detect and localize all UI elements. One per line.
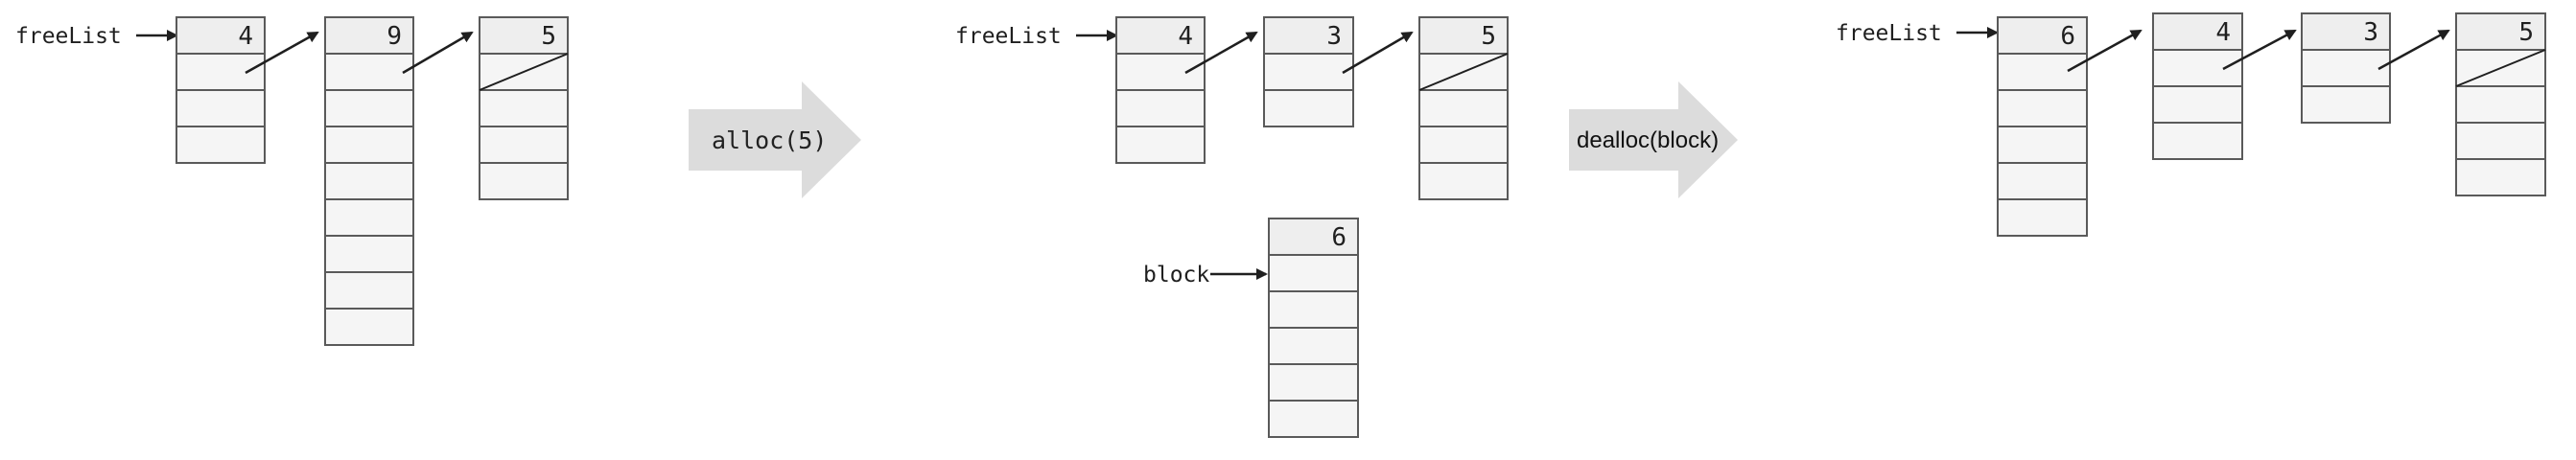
block-cell: [2301, 49, 2391, 87]
block-cell: [324, 126, 414, 164]
block-size: 5: [541, 22, 556, 51]
block-cell: [1268, 290, 1359, 329]
block-size: 5: [2518, 18, 2534, 47]
next-pointer-arrow: [2222, 29, 2297, 71]
block-cell: [1263, 53, 1354, 91]
block-cell: [2152, 122, 2243, 160]
block-cell: [1997, 53, 2088, 91]
block-cell: [324, 89, 414, 127]
free-block: 4: [176, 16, 266, 164]
next-pointer-arrow: [2067, 29, 2143, 73]
block-size: 4: [2215, 18, 2231, 47]
block-cell: [1418, 162, 1509, 200]
block-cell: [479, 162, 569, 200]
block-header-cell: [2152, 12, 2243, 51]
next-pointer-arrow: [1342, 31, 1414, 75]
block-size: 5: [1481, 22, 1496, 51]
block-header-cell: [1418, 16, 1509, 55]
block-cell: [324, 162, 414, 200]
block-cell: [2455, 85, 2546, 124]
block-size: 3: [1326, 22, 1342, 51]
free-block: 5: [2455, 12, 2546, 196]
block-cell: [479, 89, 569, 127]
freelist-pointer-label: freeList: [15, 24, 122, 49]
block-cell: [176, 53, 266, 91]
next-pointer-arrow: [1184, 31, 1258, 75]
block-header-cell: [1997, 16, 2088, 55]
block-cell: [1418, 89, 1509, 127]
null-pointer-slash: [1418, 53, 1509, 91]
block-cell: [1263, 89, 1354, 127]
block-cell: [479, 126, 569, 164]
operation-label: dealloc(block): [1577, 127, 1719, 153]
operation-dealloc: dealloc(block): [1569, 81, 1738, 198]
block-cell: [176, 126, 266, 164]
block-pointer-label: block: [1143, 263, 1209, 288]
block-header-cell: [324, 16, 414, 55]
block-size: 6: [1331, 223, 1347, 252]
block-size: 4: [1178, 22, 1193, 51]
block-cell: [324, 271, 414, 310]
block-cell: [1268, 254, 1359, 292]
free-block: 6: [1997, 16, 2088, 237]
block-cell: [2152, 49, 2243, 87]
block-cell: [1115, 89, 1206, 127]
block-cell: [1268, 327, 1359, 365]
block-cell: [324, 53, 414, 91]
operation-label: alloc(5): [712, 126, 827, 154]
next-pointer-arrow: [2377, 29, 2450, 71]
next-pointer-arrow: [245, 31, 319, 75]
panel-initial: freeList 4 9 5: [15, 16, 569, 346]
block-header-cell: [1115, 16, 1206, 55]
block-size: 3: [2363, 18, 2378, 47]
block-cell: [324, 308, 414, 346]
block-cell: [2455, 122, 2546, 160]
allocated-block: 6: [1268, 218, 1359, 438]
block-size: 6: [2060, 22, 2075, 51]
block-cell: [1997, 126, 2088, 164]
next-pointer-arrow: [402, 31, 474, 75]
block-cell: [2152, 85, 2243, 124]
panel-after-dealloc: freeList 6 4 3 5: [1836, 12, 2546, 237]
block-cell: [324, 235, 414, 273]
block-size: 4: [238, 22, 253, 51]
free-block: 5: [1418, 16, 1509, 200]
block-cell: [324, 198, 414, 237]
block-cell: [1997, 89, 2088, 127]
block-cell: [2455, 158, 2546, 196]
block-size: 9: [386, 22, 402, 51]
free-block: 4: [2152, 12, 2243, 160]
block-cell: [1997, 162, 2088, 200]
free-block: 9: [324, 16, 414, 346]
operation-arrow-shape: [1569, 81, 1738, 198]
freelist-pointer-label: freeList: [1836, 21, 1942, 46]
free-block: 5: [479, 16, 569, 200]
block-cell: [1115, 126, 1206, 164]
operation-alloc: alloc(5): [689, 81, 861, 198]
block-cell: [176, 89, 266, 127]
block-header-cell: [2455, 12, 2546, 51]
free-block: 3: [2301, 12, 2391, 124]
block-header-cell: [1263, 16, 1354, 55]
freelist-pointer-label: freeList: [955, 24, 1062, 49]
block-cell: [2301, 85, 2391, 124]
null-pointer-slash: [479, 53, 569, 91]
panel-after-alloc: freeList 4 3 5 block 6: [955, 16, 1509, 438]
block-cell: [1268, 363, 1359, 402]
block-cell: [1115, 53, 1206, 91]
null-pointer-slash: [2455, 49, 2546, 87]
operation-arrow-shape: [689, 81, 861, 198]
block-cell: [1268, 400, 1359, 438]
free-block: 3: [1263, 16, 1354, 127]
free-block: 4: [1115, 16, 1206, 164]
block-cell: [1418, 126, 1509, 164]
block-cell: [1997, 198, 2088, 237]
block-header-cell: [2301, 12, 2391, 51]
